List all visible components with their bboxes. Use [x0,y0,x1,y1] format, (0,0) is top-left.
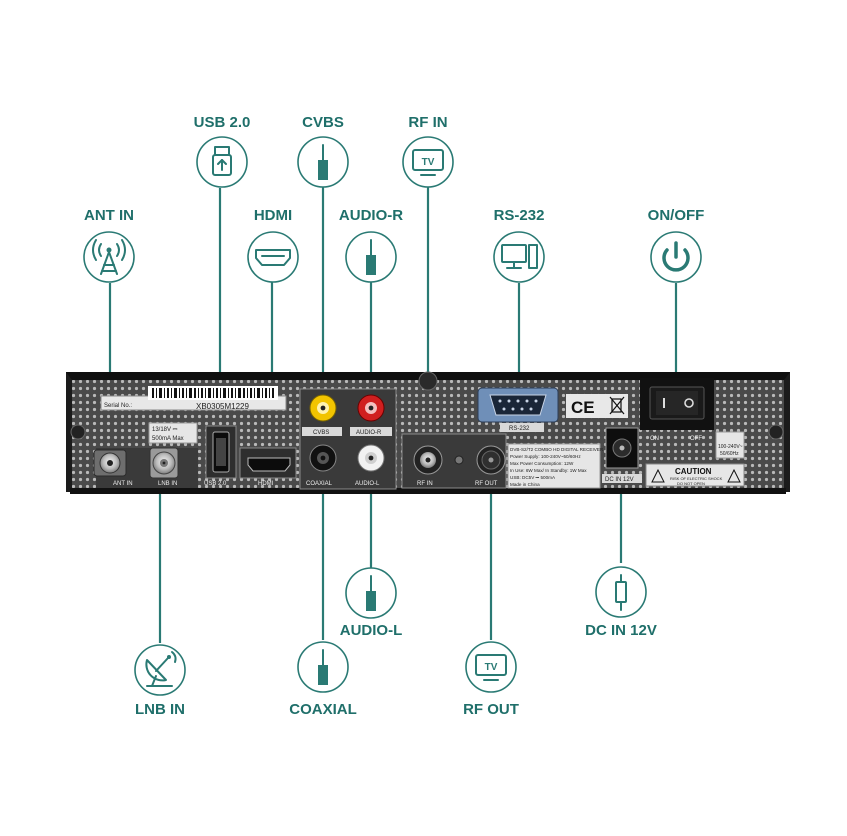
callout-usb-label: USB 2.0 [194,114,251,131]
screw [454,455,464,465]
rf-in-port[interactable] [413,445,443,475]
callout-audio-r: AUDIO-R [339,207,403,283]
power-icon [662,241,690,272]
audio-r-port[interactable] [357,394,385,422]
weee-bin-icon [609,396,625,415]
info-label [507,443,601,489]
lnb-spec-line-1: 13/18V ⎓ [152,427,178,433]
caution-line-1: RISK OF ELECTRIC SHOCK [670,476,723,481]
coaxial-plug-icon [318,649,328,685]
audio-r-panel-label: AUDIO-R [356,430,382,436]
rf-in-panel-label: RF IN [417,481,433,487]
switch-off-label: OFF [690,436,702,442]
caution-line-2: DO NOT OPEN [677,481,705,486]
usb-port[interactable] [205,425,237,479]
callout-rs232-label: RS-232 [494,207,545,224]
ce-mark: CE [571,398,595,417]
dc-plug-icon [615,574,627,611]
lnb-in-panel-label: LNB IN [158,481,177,487]
callout-hdmi-label: HDMI [254,207,292,224]
callout-rf-in: RF IN TV [402,114,454,188]
info-line-2: Power Supply: 100-240V~50/60Hz [510,454,581,459]
cvbs-panel-label: CVBS [313,430,329,436]
callout-audio-l-label: AUDIO-L [340,622,403,639]
callout-ant-in-label: ANT IN [84,207,134,224]
svg-text:TV: TV [422,157,435,168]
info-line-5: USB: DC5V ⎓ 500mA [510,475,556,480]
callout-dc-in-label: DC IN 12V [585,622,657,639]
rf-out-port[interactable] [476,445,506,475]
callout-rs232: RS-232 [493,207,545,283]
antenna-icon [92,239,126,275]
callout-on-off-label: ON/OFF [648,207,705,224]
voltage-line-1: 100-240V~ [718,444,743,450]
screw [768,424,784,440]
callout-coaxial-label: COAXIAL [289,701,357,718]
callout-cvbs: CVBS [297,114,349,188]
callout-on-off: ON/OFF [648,207,705,283]
info-line-6: Made in China [510,482,540,487]
screw [418,371,438,391]
switch-on-label: ON [650,436,659,442]
lnb-in-port[interactable] [149,447,179,479]
coaxial-panel-label: COAXIAL [306,481,333,487]
lnb-spec-line-2: 500mA Max [152,436,184,442]
callout-cvbs-label: CVBS [302,114,344,131]
callout-coaxial: COAXIAL [289,641,357,718]
hdmi-panel-label: HDMI [258,481,274,487]
hdmi-port[interactable] [239,447,297,479]
serial-label: Serial No.: [104,403,132,409]
callout-ant-in: ANT IN [83,207,135,283]
tv-icon: TV [412,149,444,176]
callout-audio-l: AUDIO-L [340,567,403,639]
voltage-line-2: 50/60Hz [720,451,739,457]
dc-in-port[interactable] [605,427,639,469]
callout-audio-r-label: AUDIO-R [339,207,403,224]
audio-plug-icon [366,575,376,611]
dc-in-panel-label: DC IN 12V [605,477,634,483]
callout-rf-out-label: RF OUT [463,701,519,718]
callout-dc-in: DC IN 12V [585,566,657,639]
callout-rf-out: TV RF OUT [463,641,519,718]
computer-icon [501,244,538,269]
serial-value: XB0305M1229 [196,402,249,411]
caution-label [645,463,745,487]
usb-panel-label: USB 2.0 [204,481,227,487]
callout-lnb-in: LNB IN [134,644,186,718]
callout-hdmi: HDMI [247,207,299,283]
receiver-back-panel: Serial No.: XB0305M1229 13/18V ⎓ 500mA M… [66,371,790,494]
caution-title: CAUTION [675,467,712,476]
rf-out-panel-label: RF OUT [475,481,498,487]
svg-text:TV: TV [485,662,498,673]
callout-rf-in-label: RF IN [408,114,447,131]
info-line-1: DVB-S2/T2 COMBO HD DIGITAL RECEIVER [510,447,604,452]
cvbs-plug-icon [318,144,328,180]
audio-plug-icon [366,239,376,275]
ant-in-panel-label: ANT IN [113,481,133,487]
coaxial-port[interactable] [309,444,337,472]
callout-lnb-in-label: LNB IN [135,701,185,718]
rs232-port[interactable] [477,387,559,423]
callout-usb: USB 2.0 [194,114,251,188]
screw [70,424,86,440]
audio-l-panel-label: AUDIO-L [355,481,380,487]
cvbs-port[interactable] [309,394,337,422]
tv-icon: TV [475,654,507,681]
lnb-spec-label [148,422,198,444]
hdmi-icon [255,249,291,266]
ant-in-port[interactable] [93,449,127,477]
info-line-4: In Use: 6W Max/ In Standby: 1W Max [510,468,587,473]
usb-icon [212,146,232,176]
rs232-panel-label: RS-232 [509,426,530,432]
info-line-3: Max Power Consumption: 12W [510,461,574,466]
satellite-dish-icon [145,651,177,687]
audio-l-port[interactable] [357,444,385,472]
power-switch[interactable] [649,386,705,420]
